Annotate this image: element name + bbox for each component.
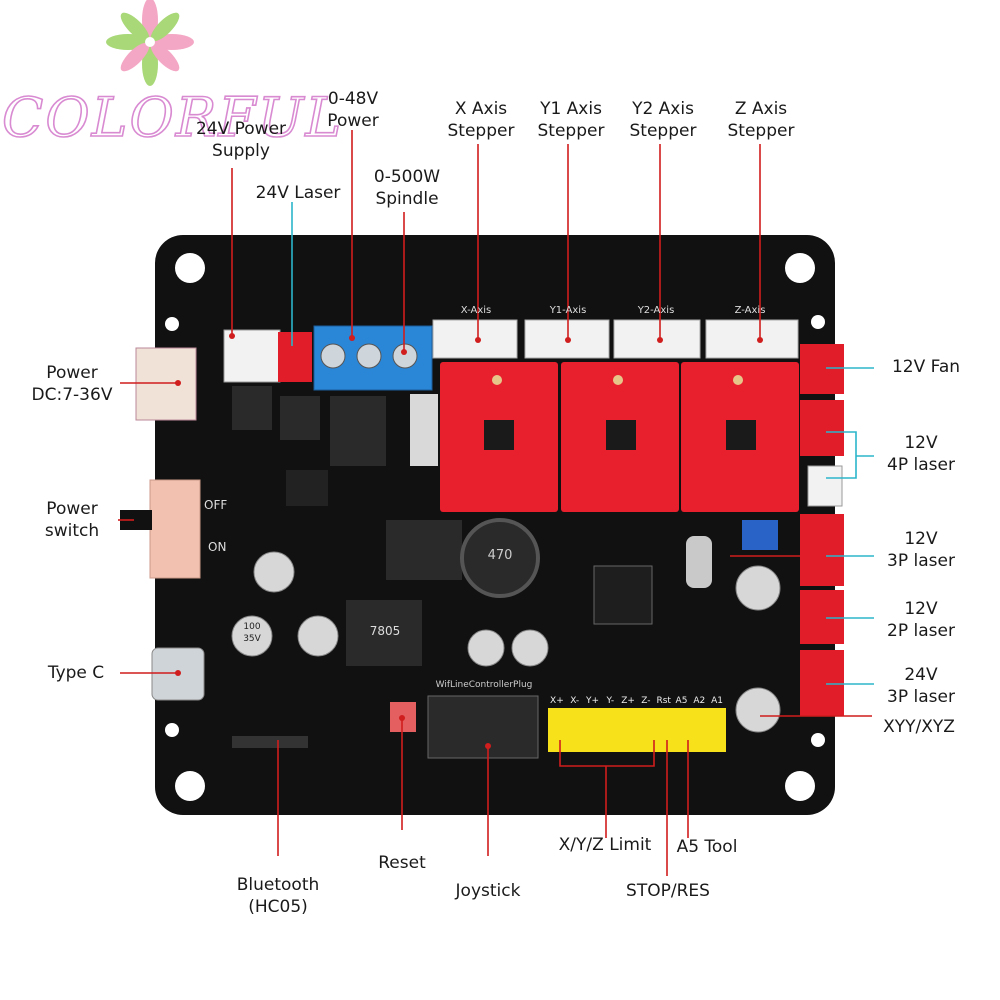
terminal-block [313, 325, 433, 391]
stepper-drivers [440, 362, 799, 512]
label-joystick: Joystick [455, 881, 521, 901]
silk-limit-pin: Z+ [621, 696, 635, 706]
label-0-48v-power: 0-48V Power [327, 89, 379, 131]
silk-limit-pin: A1 [711, 696, 724, 706]
silk-limit-pin: Y- [606, 696, 615, 706]
silk-off: OFF [204, 498, 228, 512]
silk-joystick-plug: WifLineControllerPlug [435, 680, 533, 690]
label-12v-4p-laser: 12V 4P laser [887, 433, 955, 475]
silk-limit-pin: X+ [550, 696, 564, 706]
limit-pin-header [548, 708, 726, 752]
label-12v-fan: 12V Fan [891, 357, 961, 377]
silk-cap-value: 100 [243, 622, 261, 632]
silk-x-axis: X-Axis [460, 305, 492, 316]
label-24v-power-supply: 24V Power Supply [195, 119, 287, 161]
silk-on: ON [208, 540, 227, 554]
laser-pointer-lines [291, 202, 874, 685]
label-x-axis-stepper: X Axis Stepper [447, 99, 515, 141]
axis-headers [432, 319, 799, 359]
label-power-switch: Power switch [44, 499, 100, 541]
mcu-chip [593, 565, 653, 625]
bluetooth-header [232, 736, 308, 748]
silk-limit-pin: Y+ [585, 696, 600, 706]
power-switch-body [149, 479, 201, 579]
silk-limit-pin: Rst [656, 696, 671, 706]
silk-inductor: 470 [487, 548, 513, 563]
silk-z-axis: Z-Axis [734, 305, 766, 316]
label-power-dc: Power DC:7-36V [31, 363, 113, 405]
misc-components [232, 386, 462, 666]
label-y1-axis-stepper: Y1 Axis Stepper [537, 99, 605, 141]
pointer-dots [175, 333, 763, 749]
label-y2-axis-stepper: Y2 Axis Stepper [629, 99, 697, 141]
capacitors [231, 551, 781, 733]
dc-jack [135, 347, 197, 421]
pointer-lines [118, 130, 872, 876]
silk-y1-axis: Y1-Axis [549, 305, 587, 316]
silk-limit-pins: X+ X- Y+ Y- Z+ Z- Rst A5 A2 A1 [548, 694, 726, 708]
label-24v-3p-laser: 24V 3P laser [887, 665, 955, 707]
label-xyy-xyz: XYY/XYZ [883, 717, 955, 737]
label-spindle: 0-500W Spindle [373, 167, 441, 209]
inductor [460, 518, 540, 598]
joystick-header [427, 695, 539, 759]
brand-flower-icon [106, 0, 194, 86]
crystal [686, 536, 712, 588]
silk-limit-pin: A5 [675, 696, 688, 706]
label-12v-3p-laser: 12V 3P laser [887, 529, 955, 571]
laser-24v-header [278, 332, 312, 382]
label-a5-tool: A5 Tool [676, 837, 738, 857]
silk-limit-pin: A2 [693, 696, 706, 706]
label-xyz-limit: X/Y/Z Limit [558, 835, 652, 855]
label-stop-res: STOP/RES [626, 881, 710, 901]
label-12v-2p-laser: 12V 2P laser [887, 599, 955, 641]
silk-y2-axis: Y2-Axis [637, 305, 675, 316]
silk-limit-pin: Z- [641, 696, 651, 706]
silk-cap-voltage: 35V [243, 634, 261, 644]
switch-lever [120, 510, 152, 530]
label-type-c: Type C [47, 663, 105, 683]
label-bluetooth: Bluetooth (HC05) [236, 875, 320, 917]
silk-regulator: 7805 [369, 624, 401, 638]
label-z-axis-stepper: Z Axis Stepper [727, 99, 795, 141]
label-reset: Reset [378, 853, 426, 873]
label-24v-laser: 24V Laser [255, 183, 341, 203]
right-connectors [742, 344, 844, 716]
silk-limit-pin: X- [570, 696, 580, 706]
mounting-holes [165, 253, 825, 801]
brand-logo: COLORFUL [1, 85, 344, 150]
